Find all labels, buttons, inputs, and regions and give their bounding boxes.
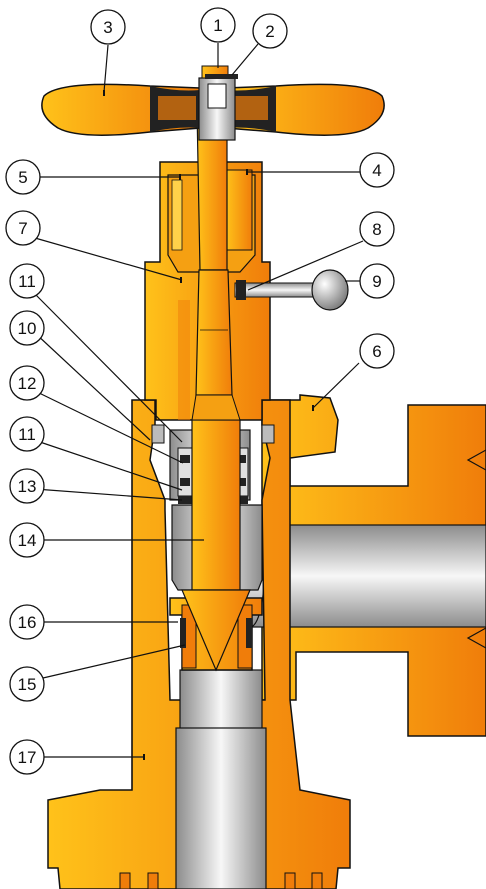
callouts [33, 43, 364, 758]
callout-7-label: 7 [18, 219, 27, 238]
callout-11-upper: 11 [9, 263, 45, 299]
callout-9-label: 9 [372, 272, 381, 291]
callout-8-label: 8 [372, 220, 381, 239]
callout-10: 10 [9, 310, 45, 346]
callout-6-label: 6 [372, 342, 381, 361]
handwheel-nut [198, 65, 238, 141]
callout-11-upper-label: 11 [18, 272, 36, 291]
callout-11-lower-label: 11 [18, 425, 36, 444]
callout-14-label: 14 [18, 531, 37, 550]
callout-2-label: 2 [265, 22, 274, 41]
callout-4: 4 [359, 152, 395, 188]
valve-body [47, 399, 351, 889]
callout-markers [103, 90, 314, 760]
callout-1: 1 [200, 7, 236, 43]
callout-12: 12 [9, 365, 45, 401]
callout-13: 13 [9, 468, 45, 504]
callout-2: 2 [252, 13, 288, 49]
callout-11-lower: 11 [9, 416, 45, 452]
callout-16-label: 16 [18, 613, 37, 632]
callout-10-label: 10 [18, 319, 37, 338]
inlet-bore [175, 669, 267, 889]
callout-3-label: 3 [103, 18, 112, 37]
flange-bolt-slots [119, 872, 323, 889]
callout-9: 9 [359, 263, 395, 299]
callout-16: 16 [9, 604, 45, 640]
callout-8: 8 [359, 211, 395, 247]
stem [181, 109, 251, 672]
callout-3: 3 [90, 9, 126, 45]
callout-4-label: 4 [372, 161, 381, 180]
callout-15: 15 [9, 666, 45, 702]
callout-17-label: 17 [18, 748, 37, 767]
callout-7: 7 [5, 210, 41, 246]
callout-13-label: 13 [18, 477, 37, 496]
bonnet-nut [225, 169, 253, 251]
callout-5-label: 5 [18, 168, 27, 187]
callout-12-label: 12 [18, 374, 37, 393]
callout-17: 17 [9, 739, 45, 775]
callout-5: 5 [5, 159, 41, 195]
callout-6: 6 [359, 333, 395, 369]
callout-1-label: 1 [213, 16, 222, 35]
handwheel [41, 83, 385, 136]
callout-15-label: 15 [18, 675, 37, 694]
callout-14: 14 [9, 522, 45, 558]
